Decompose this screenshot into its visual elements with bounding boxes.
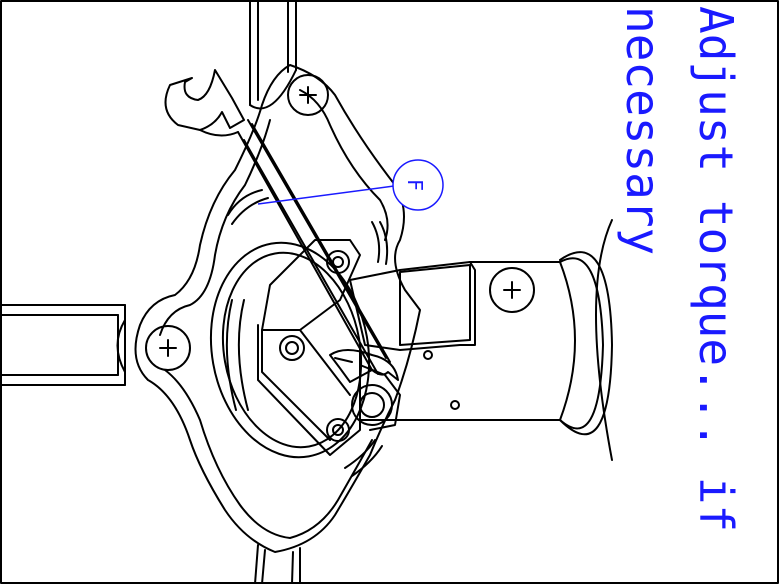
knob-cylinder [469, 261, 576, 421]
wrench-tool [164, 69, 399, 383]
left-screw [145, 325, 191, 371]
circular-recess-inner [221, 251, 363, 449]
circular-recess [209, 241, 371, 459]
center-block [257, 239, 361, 456]
caption-line-1: Adjust torque... if [689, 6, 743, 533]
left-arm [0, 304, 126, 386]
inner-slot-ring [225, 299, 249, 411]
upper-slot [227, 189, 269, 225]
mounting-plate-lower-edge [164, 369, 373, 539]
top-screw [287, 74, 329, 116]
callout-F [257, 159, 444, 211]
bottom-arm [254, 544, 301, 584]
lower-slot [344, 439, 383, 477]
callout-circle [392, 159, 444, 211]
top-arm [249, 0, 297, 110]
callout-letter-text: F [403, 178, 428, 192]
caption-line-2: necessary [616, 6, 670, 256]
right-slot [371, 221, 389, 265]
callout-leader-line [257, 185, 395, 205]
knob-cap [559, 219, 613, 461]
mounting-plate [134, 64, 421, 553]
